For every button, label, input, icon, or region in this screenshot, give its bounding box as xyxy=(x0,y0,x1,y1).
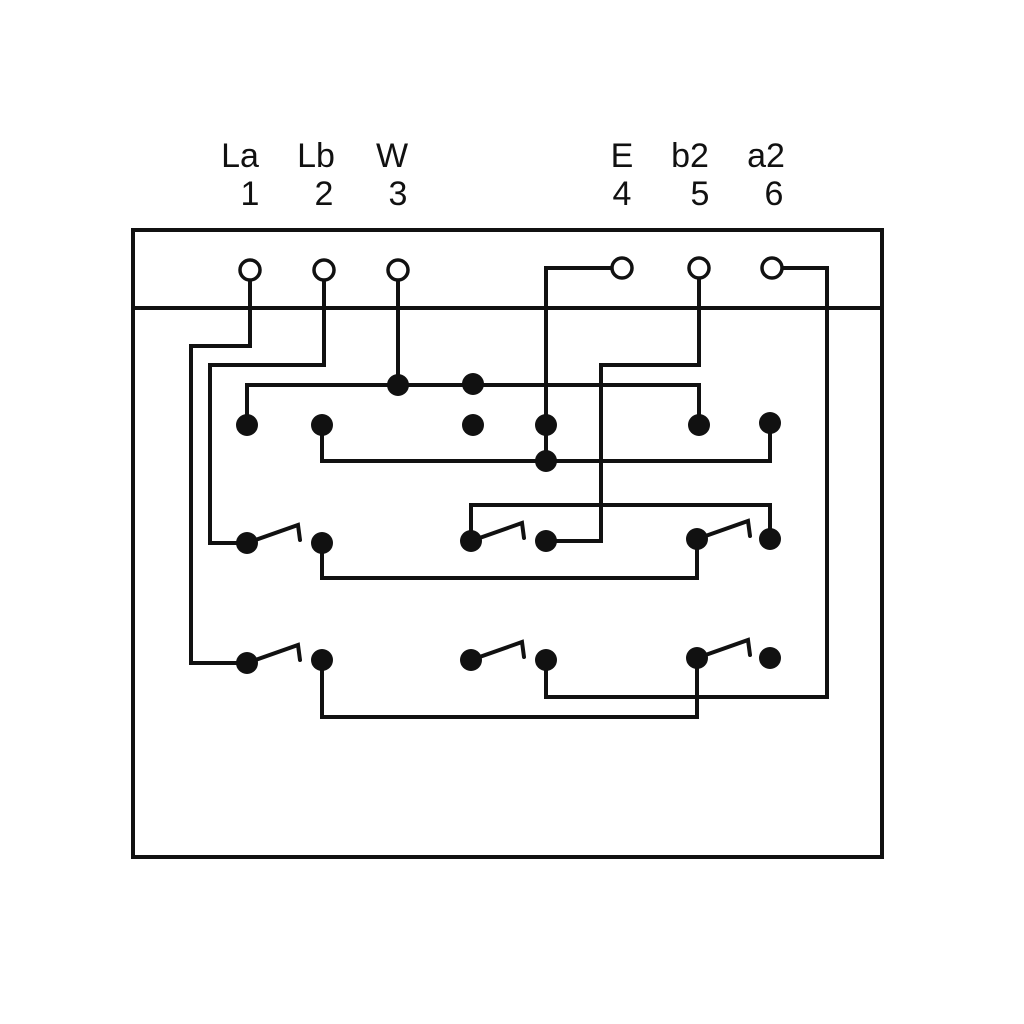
contact-dot xyxy=(535,414,557,436)
terminal-4-number: 4 xyxy=(613,175,632,213)
switch-lever xyxy=(469,520,526,543)
contact-dot xyxy=(236,652,258,674)
wire-terminal-5 xyxy=(544,279,701,543)
terminal-6-number: 6 xyxy=(765,175,784,213)
junction-dot xyxy=(462,373,484,395)
wire-row3-bottom-link xyxy=(320,539,699,580)
terminal-3-name: W xyxy=(376,137,408,175)
wire-terminal-6 xyxy=(544,266,829,699)
contact-dot xyxy=(535,530,557,552)
switch-lever xyxy=(695,637,752,660)
terminal-1-name: La xyxy=(221,137,259,175)
terminal-2-name: Lb xyxy=(297,137,335,175)
terminal-labels: La 1 Lb 2 W 3 E 4 b2 5 a2 6 xyxy=(221,137,785,213)
wire-terminal-1 xyxy=(189,279,252,665)
contacts xyxy=(236,373,781,674)
switch-levers xyxy=(245,518,752,665)
terminal-3-number: 3 xyxy=(389,175,408,213)
terminals xyxy=(238,256,784,282)
wire-row4-link xyxy=(320,656,699,719)
contact-dot xyxy=(311,532,333,554)
contact-dot xyxy=(460,530,482,552)
terminal-5-screw xyxy=(687,256,711,280)
contact-dot xyxy=(462,414,484,436)
contact-dot xyxy=(460,649,482,671)
contact-dot xyxy=(236,532,258,554)
enclosure-outline xyxy=(131,228,884,859)
contact-dot xyxy=(311,649,333,671)
switch-lever xyxy=(695,518,752,541)
contact-dot xyxy=(311,414,333,436)
switch-lever xyxy=(245,522,302,545)
terminal-2-screw xyxy=(312,258,336,282)
contact-dot xyxy=(688,414,710,436)
terminal-4-name: E xyxy=(611,137,634,175)
contact-dot xyxy=(759,412,781,434)
junction-dot xyxy=(535,450,557,472)
terminal-3-screw xyxy=(386,258,410,282)
contact-dot xyxy=(759,647,781,669)
terminal-2-number: 2 xyxy=(315,175,334,213)
switch-lever xyxy=(469,639,526,662)
wire-row3-top-link xyxy=(469,503,772,543)
terminal-1-number: 1 xyxy=(241,175,260,213)
wire-terminal-4 xyxy=(544,266,613,427)
terminal-5-number: 5 xyxy=(691,175,710,213)
terminal-5-name: b2 xyxy=(671,137,709,175)
contact-dot xyxy=(686,647,708,669)
contact-dot xyxy=(759,528,781,550)
junction-dot xyxy=(387,374,409,396)
contact-dot xyxy=(236,414,258,436)
terminal-4-screw xyxy=(610,256,634,280)
contact-dot xyxy=(686,528,708,550)
terminal-1-screw xyxy=(238,258,262,282)
terminal-6-name: a2 xyxy=(747,137,785,175)
wire-terminal-2 xyxy=(208,279,326,545)
terminal-6-screw xyxy=(760,256,784,280)
contact-dot xyxy=(535,649,557,671)
switch-lever xyxy=(245,642,302,665)
